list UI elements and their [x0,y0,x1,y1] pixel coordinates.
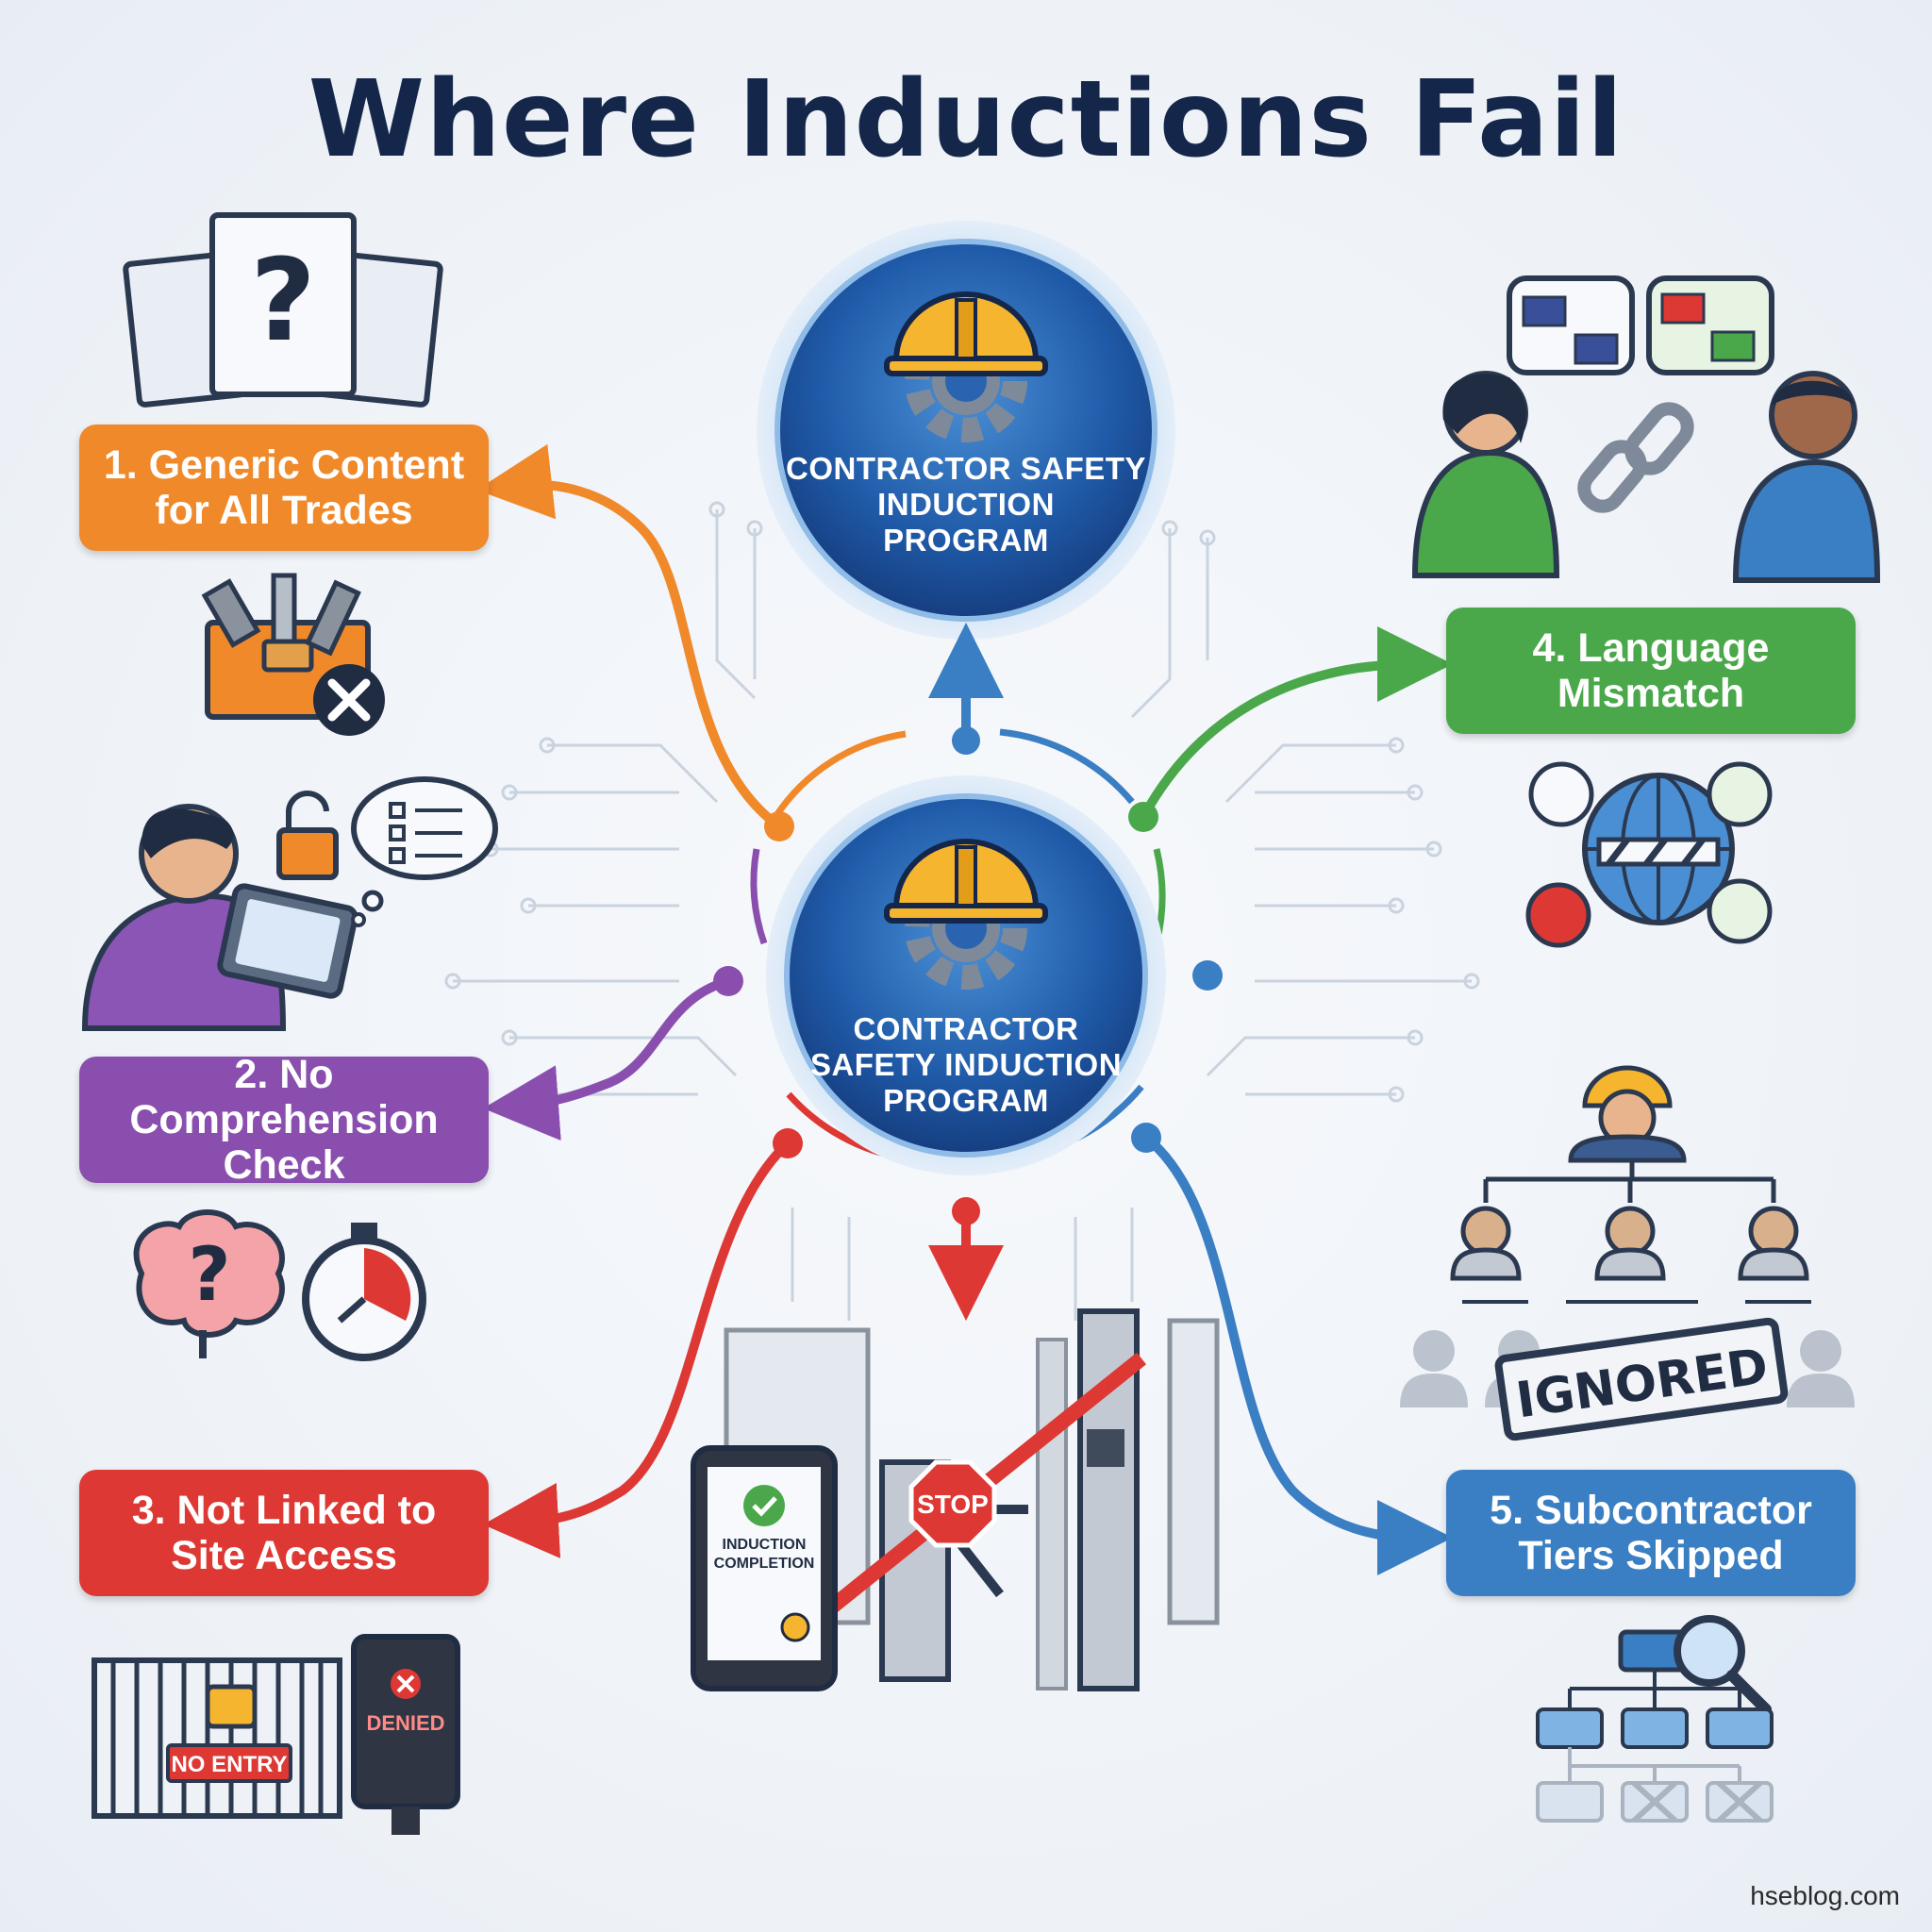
failure-1-line-1: 1. Generic Content [103,442,465,488]
failure-1-line-2: for All Trades [155,488,413,533]
induction-card-line-1: INDUCTION [723,1537,807,1553]
stop-label: STOP [917,1490,989,1519]
hub-top-line-1: CONTRACTOR SAFETY [786,451,1146,486]
org-chart-icon [1462,1065,1811,1304]
hub-center-line-1: CONTRACTOR [853,1011,1079,1046]
hierarchy-magnifier-icon [1536,1615,1774,1824]
footer-source: hseblog.com [1750,1881,1900,1910]
connector-1 [476,443,794,841]
page-title: Where Inductions Fail [308,58,1624,181]
locked-gate-icon: NO ENTRY [92,1657,342,1819]
hub-top-title: CONTRACTOR SAFETY INDUCTION PROGRAM [777,451,1155,558]
connector-down [928,1197,1004,1321]
svg-text:?: ? [188,1233,230,1318]
toolbox-icon [201,573,371,720]
connector-2 [483,966,743,1141]
failure-3-line-1: 3. Not Linked to [131,1488,437,1533]
induction-card-line-2: COMPLETION [714,1556,815,1572]
broken-lock-icon [276,790,339,880]
hub-top-line-2: INDUCTION [877,487,1055,522]
connector-3 [483,1128,803,1558]
failure-4-line-1: 4. Language [1532,625,1770,671]
woman-speaker-icon [1411,371,1560,578]
checklist-thought-icon [351,776,498,927]
documents-question-icon: ? [123,212,443,408]
hub-center-line-2: SAFETY INDUCTION [809,1047,1123,1082]
stopwatch-icon [302,1223,426,1361]
failure-5-line-2: Tiers Skipped [1518,1533,1784,1578]
failure-2-line-1: 2. No Comprehension [129,1052,439,1142]
access-reader-icon: DENIED [351,1634,460,1835]
man-speaker-icon [1732,371,1881,583]
failure-2-line-2: Check [223,1142,345,1188]
svg-text:?: ? [250,236,316,367]
hub-top-line-3: PROGRAM [883,523,1049,558]
hub-center-title: CONTRACTOR SAFETY INDUCTION PROGRAM [787,1011,1145,1119]
hard-hat-icon [884,839,1048,924]
turnstile-scene [724,1308,1220,1691]
connector-up [928,623,1004,755]
brain-question-icon: ? [133,1209,285,1358]
hub-center-line-3: PROGRAM [883,1083,1049,1118]
worker-icon [1450,1206,1809,1281]
stop-sign-icon: STOP [908,1459,997,1548]
hub-center [766,775,1166,1175]
globe-barrier-icon [1582,773,1735,925]
connector-4 [1128,626,1453,832]
failure-4-line-2: Mismatch [1557,671,1745,716]
hard-hat-icon [884,291,1048,376]
connector-5 [1131,960,1453,1575]
denied-label: DENIED [366,1711,444,1735]
failure-3-line-2: Site Access [171,1533,397,1578]
phone-certificate-icon: INDUCTION COMPLETION [691,1445,838,1691]
hub-top [757,221,1175,640]
close-icon [313,664,385,736]
language-bubbles-icon [1507,275,1774,375]
circuit-traces [453,509,1472,1321]
no-entry-sign: NO ENTRY [171,1752,287,1777]
translate-icon [1525,761,1773,948]
circuit-nodes [444,501,1480,1103]
broken-chain-icon [1577,402,1694,513]
person-tablet-icon [81,804,358,1031]
ignored-stamp: IGNORED [1494,1317,1789,1441]
failure-5-line-1: 5. Subcontractor [1490,1488,1812,1533]
